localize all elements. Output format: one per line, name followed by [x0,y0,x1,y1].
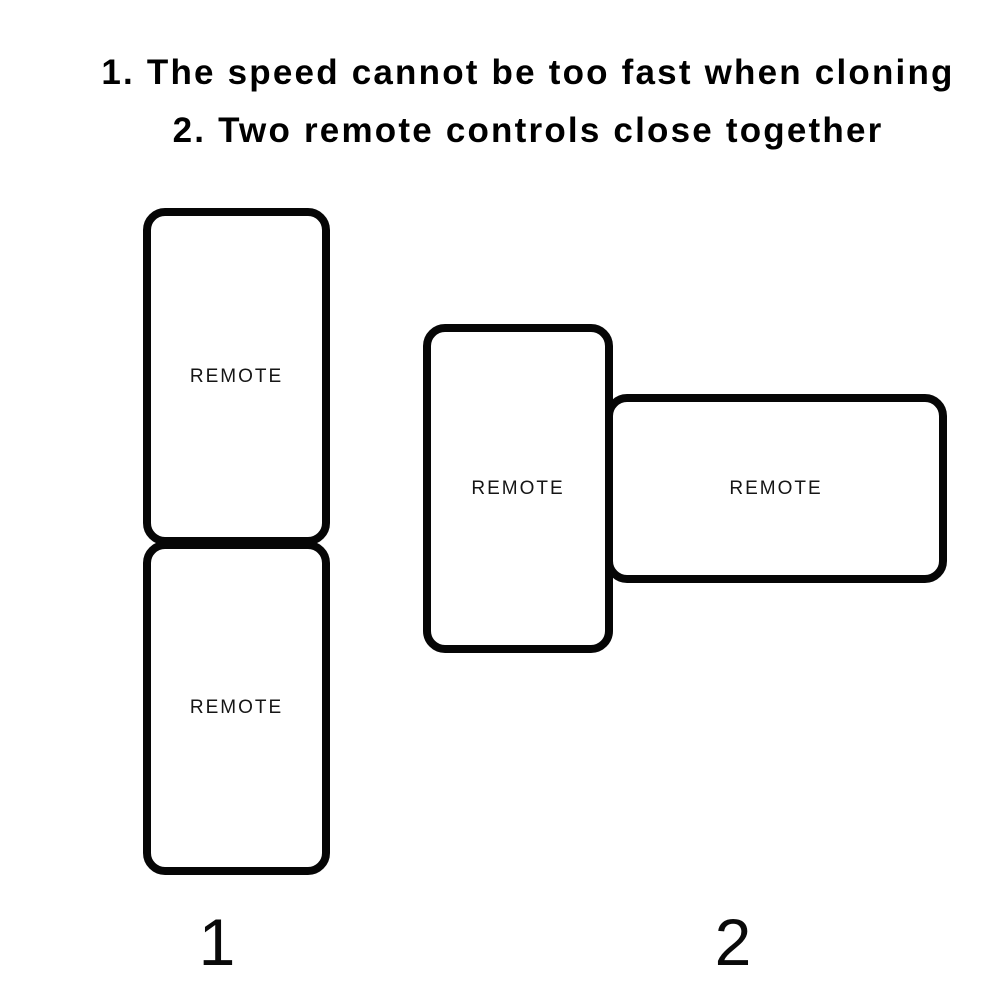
instruction-line-1: 1. The speed cannot be too fast when clo… [101,53,955,92]
remote-label: REMOTE [189,365,284,387]
remote-label: REMOTE [471,477,565,499]
remote-label: REMOTE [189,697,284,718]
figure1-remote-top-card: REMOTE [143,208,330,545]
remote-label: REMOTE [729,477,823,499]
figure1-number: 1 [198,905,236,979]
instruction-text-block: 1. The speed cannot be too fast when clo… [28,44,1000,160]
instruction-line-2: 2. Two remote controls close together [172,111,884,150]
figure2-number: 2 [714,905,752,979]
figure1-remote-bottom-card: REMOTE [143,541,330,875]
figure2-remote-horizontal-card: REMOTE [605,394,947,583]
figure2-remote-vertical-card: REMOTE [423,324,613,653]
